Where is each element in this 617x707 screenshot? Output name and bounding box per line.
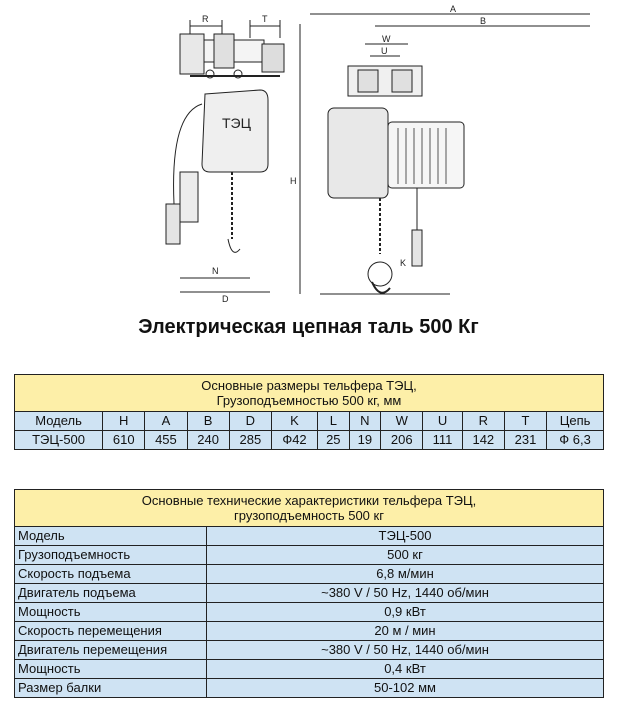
specifications-table: Основные технические характеристики тель… (14, 489, 604, 698)
column-header: R (461, 411, 505, 431)
dimensions-header-line1: Основные размеры тельфера ТЭЦ, (201, 378, 417, 393)
specs-table-header: Основные технические характеристики тель… (14, 489, 604, 527)
column-header: N (348, 411, 382, 431)
dim-label-r: R (202, 14, 209, 24)
column-header: K (270, 411, 319, 431)
dim-label-u: U (381, 46, 388, 56)
table-cell: 240 (186, 430, 230, 450)
dimensions-header-line2: Грузоподъемностью 500 кг, мм (216, 393, 402, 408)
spec-label: Скорость перемещения (14, 621, 207, 641)
spec-value: 6,8 м/мин (206, 564, 604, 584)
table-cell: 455 (144, 430, 188, 450)
dim-label-t: T (262, 14, 268, 24)
spec-value: ~380 V / 50 Hz, 1440 об/мин (206, 640, 604, 660)
dim-label-b: B (480, 16, 486, 26)
spec-value: 0,9 кВт (206, 602, 604, 622)
hoist-technical-drawing: R T ТЭЦ N D A B W U (165, 4, 590, 304)
spec-label: Мощность (14, 602, 207, 622)
spec-value: 50-102 мм (206, 678, 604, 698)
dimensions-table-header: Основные размеры тельфера ТЭЦ, Грузоподъ… (14, 374, 604, 412)
table-cell: 25 (317, 430, 350, 450)
spec-value: 0,4 кВт (206, 659, 604, 679)
table-cell: 19 (348, 430, 382, 450)
specs-header-line2: грузоподъемность 500 кг (234, 508, 384, 523)
column-header: U (422, 411, 463, 431)
table-cell: Ф42 (270, 430, 319, 450)
spec-value: ~380 V / 50 Hz, 1440 об/мин (206, 583, 604, 603)
table-cell: 142 (461, 430, 505, 450)
dimensions-column-row: Модель H A B D K L N W U R T Цепь (13, 411, 604, 431)
side-view: A B W U H K (290, 4, 590, 295)
spec-label: Двигатель перемещения (14, 640, 207, 660)
hoist-body-label: ТЭЦ (222, 115, 252, 131)
column-header: Модель (13, 411, 104, 431)
column-header: Цепь (546, 411, 604, 431)
dim-label-k: K (400, 258, 406, 268)
column-header: A (144, 411, 188, 431)
column-header: B (186, 411, 230, 431)
dimensions-table: Основные размеры тельфера ТЭЦ, Грузоподъ… (13, 374, 604, 450)
spec-label: Грузоподъемность (14, 545, 207, 565)
table-cell: 111 (422, 430, 463, 450)
spec-label: Размер балки (14, 678, 207, 698)
column-header: L (317, 411, 350, 431)
column-header: H (102, 411, 146, 431)
table-cell: ТЭЦ-500 (13, 430, 104, 450)
front-view: R T ТЭЦ N D (165, 14, 285, 304)
spec-label: Скорость подъема (14, 564, 207, 584)
spec-value: ТЭЦ-500 (206, 526, 604, 546)
specs-header-line1: Основные технические характеристики тель… (141, 493, 477, 508)
spec-label: Мощность (14, 659, 207, 679)
column-header: W (380, 411, 424, 431)
spec-label: Двигатель подъема (14, 583, 207, 603)
table-cell: 231 (503, 430, 548, 450)
table-row: Двигатель подъема~380 V / 50 Hz, 1440 об… (14, 583, 604, 603)
table-cell: 610 (102, 430, 146, 450)
dim-label-a: A (450, 4, 456, 14)
table-row: Двигатель перемещения~380 V / 50 Hz, 144… (14, 640, 604, 660)
column-header: D (228, 411, 272, 431)
table-cell: Ф 6,3 (546, 430, 604, 450)
dim-label-d: D (222, 294, 229, 304)
dim-label-h: H (290, 176, 297, 186)
column-header: T (503, 411, 548, 431)
spec-value: 20 м / мин (206, 621, 604, 641)
spec-value: 500 кг (206, 545, 604, 565)
table-cell: 206 (380, 430, 424, 450)
dim-label-n: N (212, 266, 219, 276)
page-title: Электрическая цепная таль 500 Кг (138, 316, 479, 338)
table-cell: 285 (228, 430, 272, 450)
spec-label: Модель (14, 526, 207, 546)
dim-label-w: W (382, 34, 391, 44)
dimensions-value-row: ТЭЦ-500 610 455 240 285 Ф42 25 19 206 11… (13, 430, 604, 450)
